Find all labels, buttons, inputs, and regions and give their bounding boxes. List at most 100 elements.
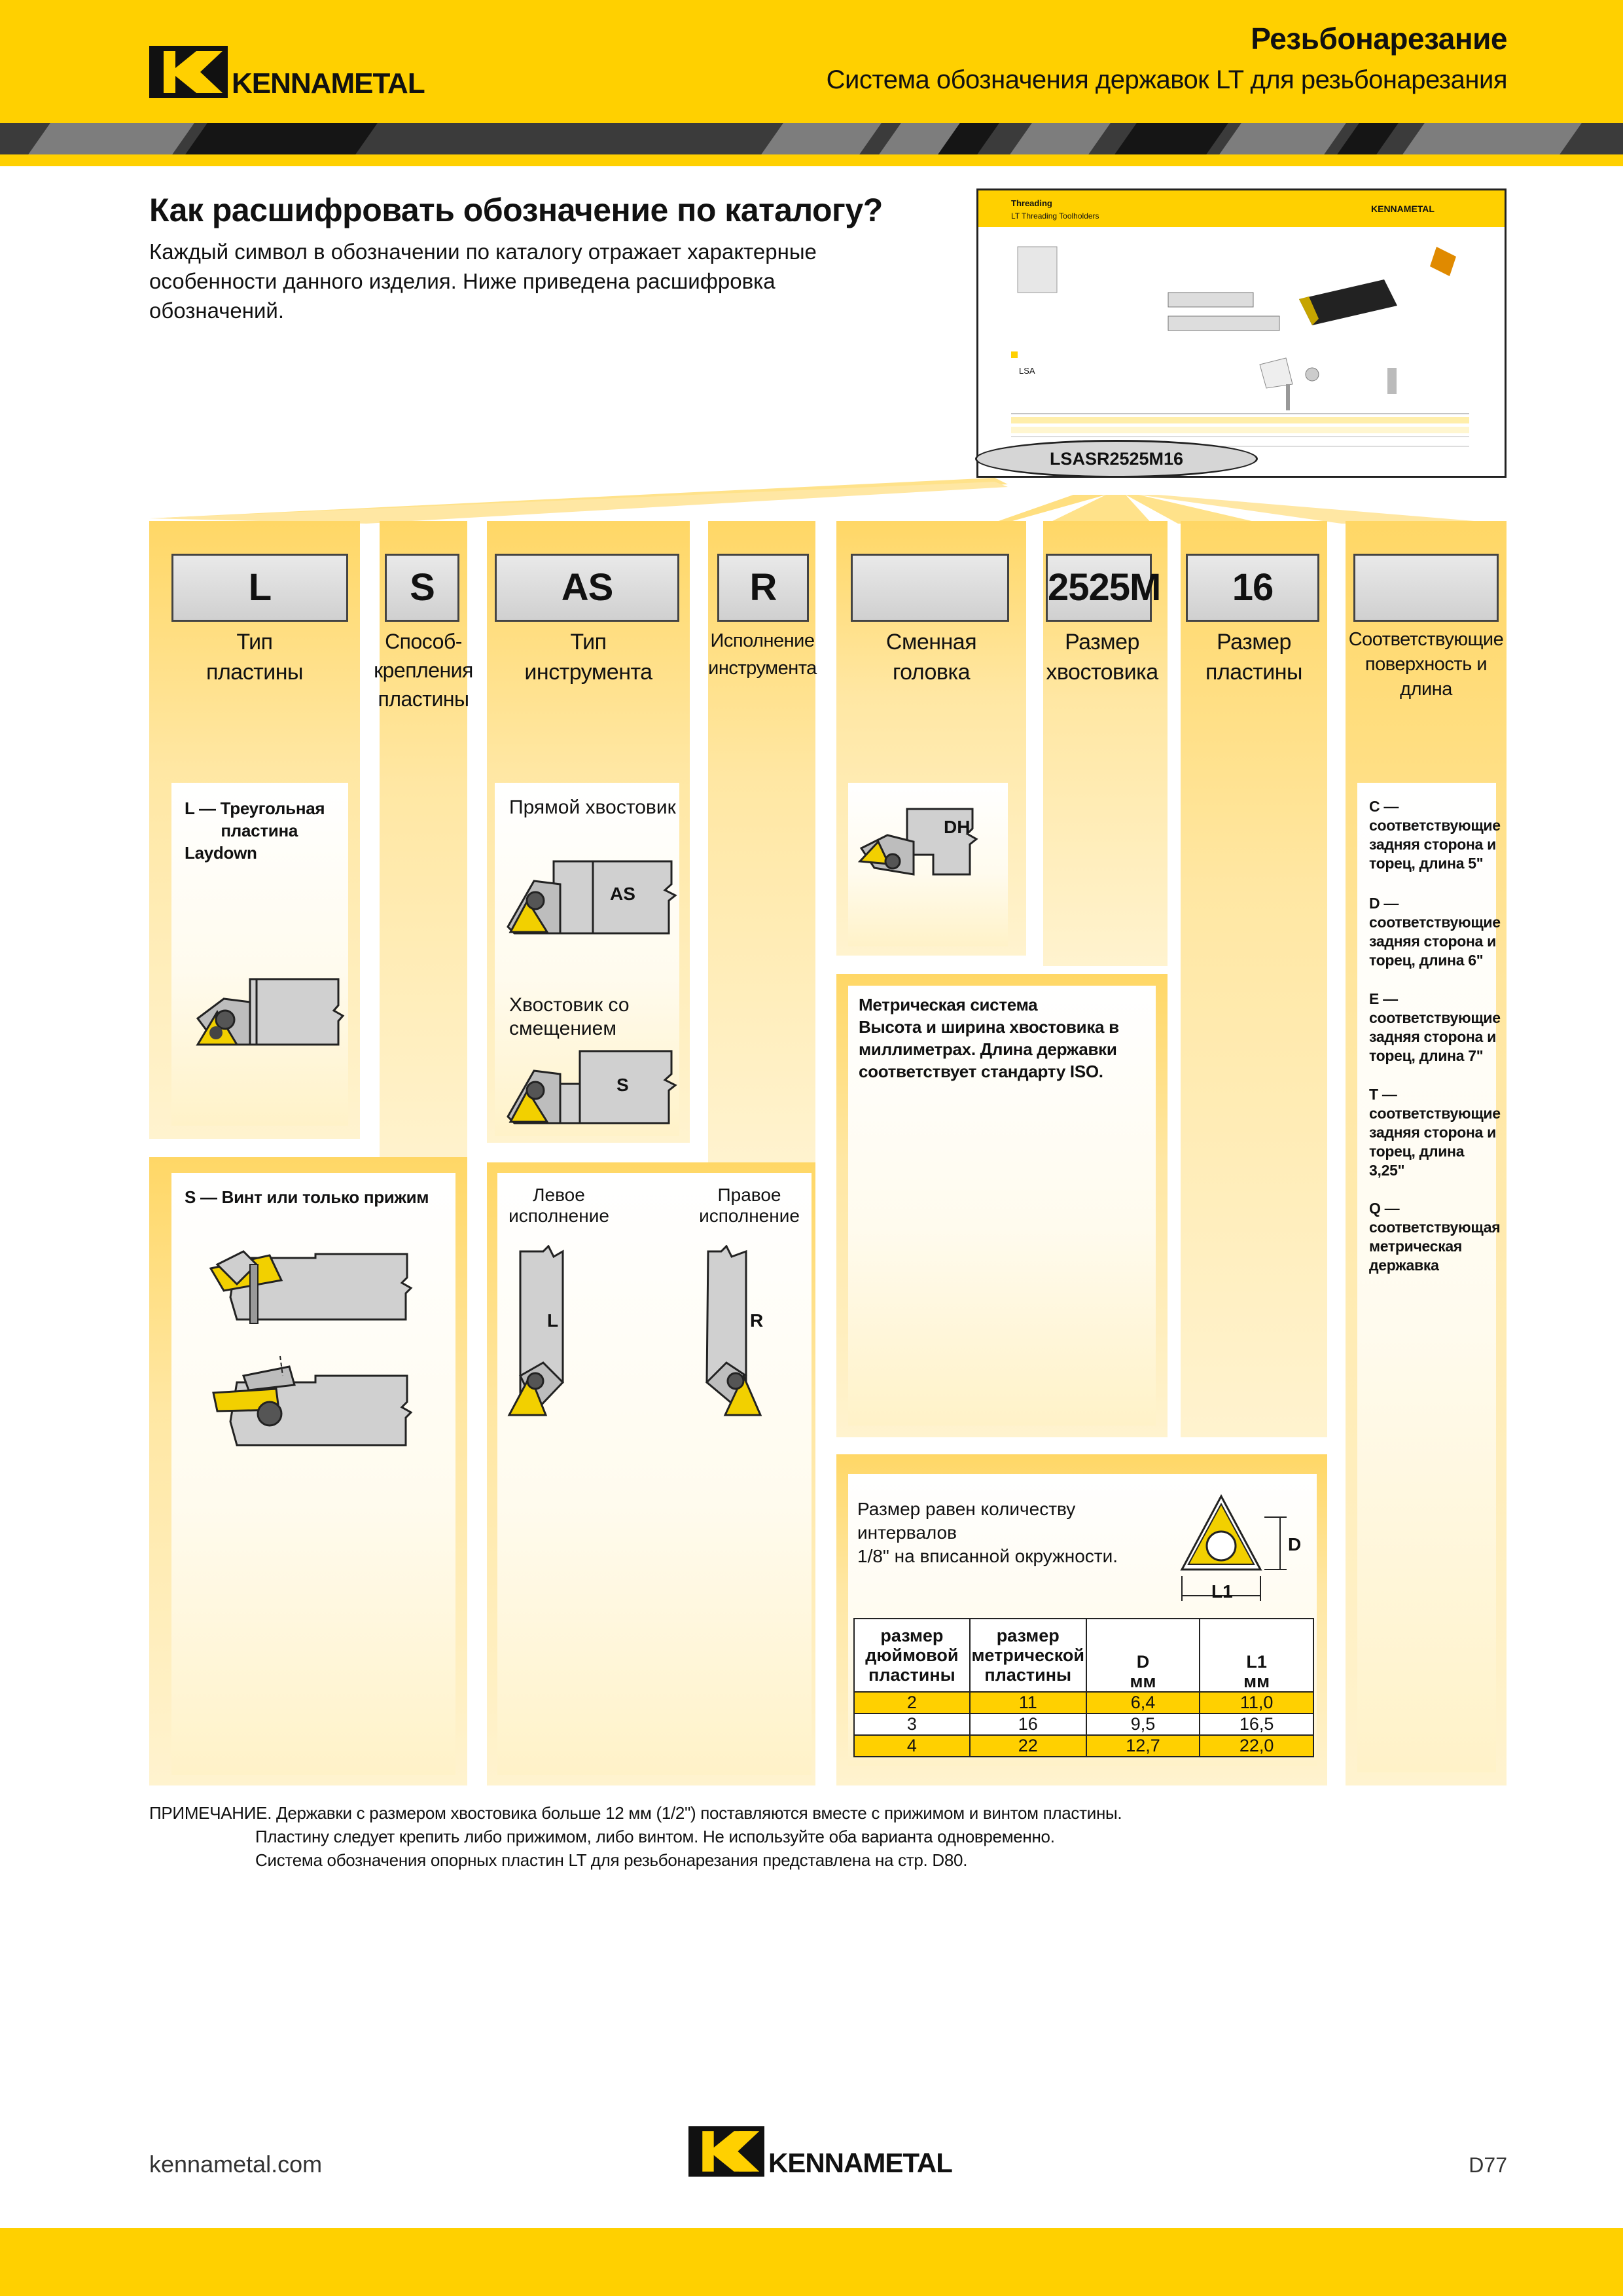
thumb-illustration xyxy=(1011,246,1469,447)
clamping-text: S — Винт или только прижим xyxy=(185,1187,429,1207)
thumb-subtitle: LT Threading Toolholders xyxy=(1011,211,1099,221)
head-code: DH xyxy=(944,817,971,837)
label-insert-size: Размер пластины xyxy=(1205,630,1302,685)
header-bar xyxy=(0,0,1623,123)
right-hand-code: R xyxy=(750,1310,764,1331)
surface-option-t: T — соответствующие задняя сторона и тор… xyxy=(1369,1086,1501,1179)
footnote-line-1: ПРИМЕЧАНИЕ. Державки с размером хвостови… xyxy=(149,1803,1122,1823)
laydown-holder-icon xyxy=(196,978,345,1046)
head-box: DH xyxy=(848,783,1008,946)
offset-shank-label: Хвостовик со смещением xyxy=(509,994,630,1039)
right-hand-label: Правое исполнение xyxy=(699,1185,800,1226)
table-cell: 9,5 xyxy=(1085,1713,1201,1736)
header-underline xyxy=(0,154,1623,166)
footnote: ПРИМЕЧАНИЕ. Державки с размером хвостови… xyxy=(149,1801,1393,1872)
thumb-title: Threading xyxy=(1011,198,1052,208)
thumb-brand: KENNAMETAL xyxy=(1371,204,1435,214)
screw-clamp-icon xyxy=(209,1250,413,1446)
insert-type-text: L — Треугольная пластина Laydown xyxy=(185,798,325,863)
brand-logo: KENNAMETAL xyxy=(149,46,425,98)
code-box-shank: 2525M xyxy=(1046,554,1161,622)
insert-size-text: Размер равен количеству интервалов 1/8" … xyxy=(857,1499,1118,1566)
table-header-metric: размер метрической пластины xyxy=(969,1618,1087,1693)
table-header-d: D мм xyxy=(1085,1618,1201,1693)
footnote-line-3: Система обозначения опорных пластин LT д… xyxy=(255,1850,968,1870)
insert-type-box: L — Треугольная пластина Laydown xyxy=(171,783,348,1126)
thumb-lsa-label: LSA xyxy=(1019,366,1035,376)
shank-box: Метрическая система Высота и ширина хвос… xyxy=(848,986,1156,1426)
page-title: Резьбонарезание xyxy=(1251,22,1507,56)
surface-option-c: C — соответствующие задняя сторона и тор… xyxy=(1369,798,1501,872)
code-box-insert-size: 16 xyxy=(1186,554,1319,622)
table-cell: 22 xyxy=(969,1734,1087,1757)
catalog-thumbnail: Threading LT Threading Toolholders KENNA… xyxy=(976,188,1507,478)
table-cell: 16,5 xyxy=(1199,1713,1314,1736)
left-hand-code: L xyxy=(547,1310,559,1331)
left-right-holders-icon xyxy=(507,1245,762,1416)
code-box-surfaces xyxy=(1353,554,1499,622)
clamping-box: S — Винт или только прижим xyxy=(171,1173,455,1775)
label-head: Сменная головка xyxy=(885,630,977,685)
table-header-l1: L1 мм xyxy=(1199,1618,1314,1693)
table-cell: 3 xyxy=(853,1713,971,1736)
dimension-d-label: D xyxy=(1288,1534,1302,1554)
table-row: 3 16 9,5 16,5 xyxy=(853,1713,1314,1736)
footer-brand-logo: KENNAMETAL xyxy=(688,2126,953,2178)
code-box-insert-type: L xyxy=(171,554,348,622)
code-box-clamping: S xyxy=(385,554,459,622)
label-surfaces: Соответствующие поверхность и длина xyxy=(1348,629,1504,700)
table-cell: 2 xyxy=(853,1691,971,1714)
label-hand: Исполнение инструмента xyxy=(708,630,817,679)
catalog-code-callout: LSASR2525M16 xyxy=(975,440,1258,478)
label-tool-type: Тип инструмента xyxy=(524,630,652,685)
table-cell: 12,7 xyxy=(1085,1734,1201,1757)
table-header-inch: размер дюймовой пластины xyxy=(853,1618,971,1693)
straight-shank-label: Прямой хвостовик xyxy=(509,797,676,818)
table-cell: 22,0 xyxy=(1199,1734,1314,1757)
table-cell: 11 xyxy=(969,1691,1087,1714)
table-cell: 16 xyxy=(969,1713,1087,1736)
page-number: D77 xyxy=(1469,2153,1507,2177)
column-hand xyxy=(708,521,815,1162)
code-box-head xyxy=(851,554,1009,622)
straight-shank-code: AS xyxy=(610,884,635,904)
insert-size-table: размер дюймовой пластины размер метричес… xyxy=(853,1618,1314,1757)
straight-shank-icon xyxy=(507,860,677,935)
dimension-l1-label: L1 xyxy=(1211,1581,1233,1602)
table-cell: 6,4 xyxy=(1085,1691,1201,1714)
column-insert-size xyxy=(1181,521,1327,1437)
table-cell: 11,0 xyxy=(1199,1691,1314,1714)
callout-connectors xyxy=(149,478,1505,524)
surface-option-q: Q — соответствующая метрическая державка xyxy=(1369,1200,1501,1274)
header-stripe xyxy=(0,123,1623,154)
label-insert-type: Тип пластины xyxy=(206,630,303,685)
footnote-line-2: Пластину следует крепить либо прижимом, … xyxy=(255,1827,1055,1846)
kennametal-k-icon xyxy=(688,2126,764,2177)
code-box-hand: R xyxy=(717,554,809,622)
label-clamping: Способ- крепления пластины xyxy=(374,630,473,711)
intro-text: Каждый символ в обозначении по каталогу … xyxy=(149,240,817,323)
insert-size-box: Размер равен количеству интервалов 1/8" … xyxy=(848,1474,1317,1766)
table-row: 4 22 12,7 22,0 xyxy=(853,1734,1314,1757)
offset-shank-icon xyxy=(507,1050,677,1124)
triangle-insert-icon xyxy=(1180,1494,1287,1601)
left-hand-label: Левое исполнение xyxy=(508,1185,609,1226)
footer-brand-wordmark: KENNAMETAL xyxy=(768,2147,953,2178)
kennametal-k-icon xyxy=(149,46,228,98)
surface-option-d: D — соответствующие задняя сторона и тор… xyxy=(1369,895,1501,969)
surfaces-box: C — соответствующие задняя сторона и тор… xyxy=(1357,783,1501,1772)
table-cell: 4 xyxy=(853,1734,971,1757)
table-row: 2 11 6,4 11,0 xyxy=(853,1691,1314,1714)
shank-text: Метрическая система Высота и ширина хвос… xyxy=(859,995,1119,1081)
footer-url[interactable]: kennametal.com xyxy=(149,2151,323,2178)
brand-wordmark: KENNAMETAL xyxy=(232,67,425,99)
hand-box: Левое исполнение Правое исполнение L R xyxy=(497,1173,812,1775)
section-heading: Как расшифровать обозначение по каталогу… xyxy=(149,192,883,228)
column-clamping xyxy=(380,521,467,1177)
surface-option-e: E — соответствующие задняя сторона и тор… xyxy=(1369,990,1501,1064)
footer-bar xyxy=(0,2228,1623,2296)
tool-type-box: Прямой хвостовик AS Хвостовик со смещени… xyxy=(495,783,679,1136)
offset-shank-code: S xyxy=(616,1075,629,1095)
page-subtitle: Система обозначения державок LT для резь… xyxy=(826,65,1508,94)
code-box-tool-type: AS xyxy=(495,554,679,622)
